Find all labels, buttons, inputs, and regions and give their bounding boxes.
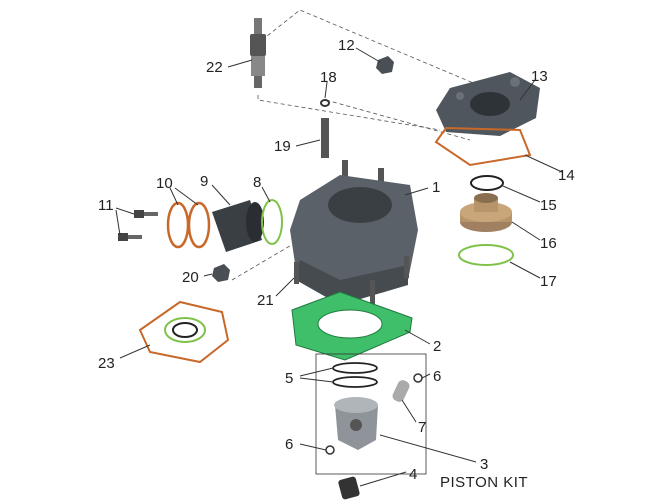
label-20: 20 xyxy=(182,269,199,286)
piston-ring xyxy=(332,376,378,388)
label-5: 5 xyxy=(285,370,293,387)
spark-plug xyxy=(250,18,266,88)
stud xyxy=(321,118,329,158)
label-12: 12 xyxy=(338,37,355,54)
label-6-top: 6 xyxy=(433,368,441,385)
piston-pin xyxy=(392,380,410,402)
intake-oring xyxy=(166,201,190,249)
insert-oring xyxy=(458,244,514,266)
combustion-oring xyxy=(470,175,504,191)
label-13: 13 xyxy=(531,68,548,85)
bolts xyxy=(118,210,158,241)
label-11: 11 xyxy=(98,197,114,214)
assembly-line xyxy=(325,99,471,141)
pin-clip xyxy=(325,445,335,455)
label-2: 2 xyxy=(433,338,441,355)
label-8: 8 xyxy=(253,174,261,191)
label-14: 14 xyxy=(558,167,575,184)
washer xyxy=(320,99,330,107)
label-17: 17 xyxy=(540,273,557,290)
label-16: 16 xyxy=(540,235,557,252)
pin-clip xyxy=(413,373,423,383)
label-23: 23 xyxy=(98,355,115,372)
label-piston-kit: PISTON KIT xyxy=(440,474,528,491)
intake-oring xyxy=(187,201,211,249)
exhaust-gasket xyxy=(138,300,230,364)
label-10: 10 xyxy=(156,175,173,192)
label-19: 19 xyxy=(274,138,291,155)
combustion-insert xyxy=(460,193,512,232)
label-21: 21 xyxy=(257,292,274,309)
assembly-line xyxy=(261,9,491,91)
label-18: 18 xyxy=(320,69,337,86)
assembly-line xyxy=(231,239,301,281)
flange-nut xyxy=(212,264,230,282)
piston xyxy=(334,397,378,450)
label-4: 4 xyxy=(409,466,417,483)
label-6-bottom: 6 xyxy=(285,436,293,453)
piston-kit-box xyxy=(315,353,427,475)
cap-nut xyxy=(376,56,394,74)
leader-lines xyxy=(115,47,563,487)
label-3: 3 xyxy=(480,456,488,473)
intake-manifold xyxy=(212,200,264,252)
head-oring xyxy=(434,126,532,167)
label-9: 9 xyxy=(200,173,208,190)
label-15: 15 xyxy=(540,197,557,214)
assembly-line xyxy=(257,95,441,131)
cylinder-head xyxy=(436,72,540,136)
label-22: 22 xyxy=(206,59,223,76)
piston-ring xyxy=(332,362,378,374)
label-1: 1 xyxy=(432,179,440,196)
manifold-oring xyxy=(261,199,283,245)
small-end-bearing xyxy=(338,476,360,500)
label-7: 7 xyxy=(418,419,426,436)
cylinder xyxy=(290,160,418,305)
